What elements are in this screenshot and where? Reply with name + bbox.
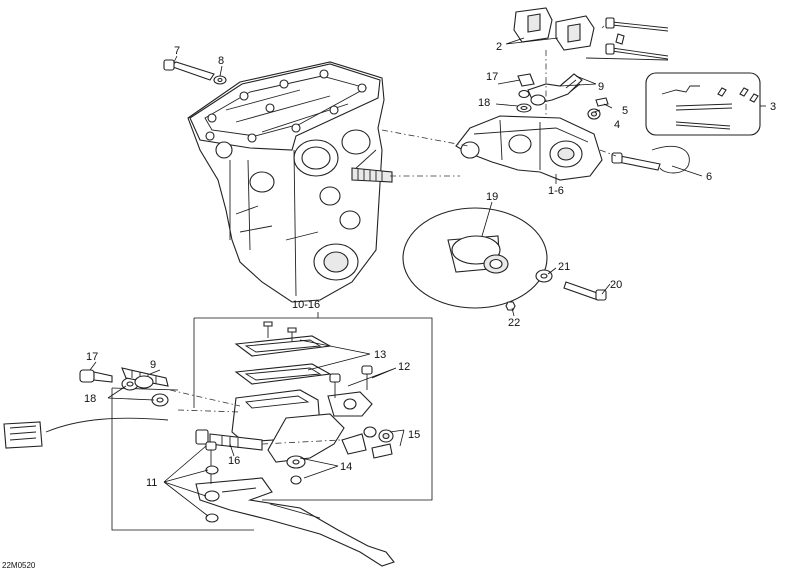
washer-21	[535, 269, 553, 283]
piston-kit-15	[341, 426, 394, 459]
washers-18-top	[516, 103, 532, 113]
callout-3: 3	[770, 101, 776, 113]
callout-10-16: 10-16	[292, 299, 320, 311]
washers-18-bottom	[121, 377, 169, 407]
callout-12: 12	[398, 361, 410, 373]
figure-reference-code: 22M0520	[2, 561, 36, 570]
cap-5	[595, 97, 609, 107]
chaincase-housing	[187, 61, 393, 303]
nut-22	[505, 301, 516, 311]
brake-lever-11	[195, 477, 395, 567]
disc-bolt-20	[563, 281, 607, 301]
brake-disc-19	[402, 207, 548, 309]
callout-9-bottom: 9	[150, 359, 156, 371]
callout-17-bottom: 17	[86, 351, 98, 363]
clamp-screws-12	[329, 365, 373, 398]
brake-hose-fitting-9-bottom	[121, 367, 169, 389]
banjo-bolt-17-top	[517, 73, 535, 99]
brake-caliper	[455, 115, 603, 181]
callout-17-top: 17	[486, 71, 498, 83]
callout-1-6: 1-6	[548, 185, 564, 197]
callout-22: 22	[508, 317, 520, 329]
washer-8	[213, 75, 227, 85]
callout-18-top: 18	[478, 97, 490, 109]
callout-6: 6	[706, 171, 712, 183]
callout-9-top: 9	[598, 81, 604, 93]
callout-20: 20	[610, 279, 622, 291]
pad-retaining-pins	[585, 17, 669, 61]
brake-pads	[513, 7, 595, 51]
callout-14: 14	[340, 461, 352, 473]
callout-5: 5	[622, 105, 628, 117]
banjo-bolt-17-bottom	[79, 369, 113, 383]
callout-8: 8	[218, 55, 224, 67]
callout-13: 13	[374, 349, 386, 361]
callout-7: 7	[174, 45, 180, 57]
callout-16: 16	[228, 455, 240, 467]
callout-21: 21	[558, 261, 570, 273]
callout-15: 15	[408, 429, 420, 441]
hardware-kit-3	[645, 72, 761, 136]
caliper-bolt-6	[611, 145, 690, 174]
callout-11: 11	[146, 477, 157, 489]
master-cylinder-body	[231, 389, 373, 469]
callout-2: 2	[496, 41, 502, 53]
callout-labels: 1-6 2 3 4 5 6 7 8 9 17 18 19 20 21 22 10…	[2, 41, 776, 570]
callout-19: 19	[486, 191, 498, 203]
callout-4: 4	[614, 119, 620, 131]
leader-lines	[89, 37, 766, 517]
brake-hose-fitting-9-top	[527, 73, 583, 106]
bleeder-4	[587, 108, 601, 120]
brake-switch-wire	[3, 417, 169, 449]
cover-screws	[263, 321, 297, 342]
callout-18-bottom: 18	[84, 393, 96, 405]
brake-light-switch-16	[195, 429, 263, 451]
bolt-7	[163, 59, 215, 81]
lever-pivot-hardware	[205, 441, 302, 523]
alignment-lines	[169, 25, 617, 445]
